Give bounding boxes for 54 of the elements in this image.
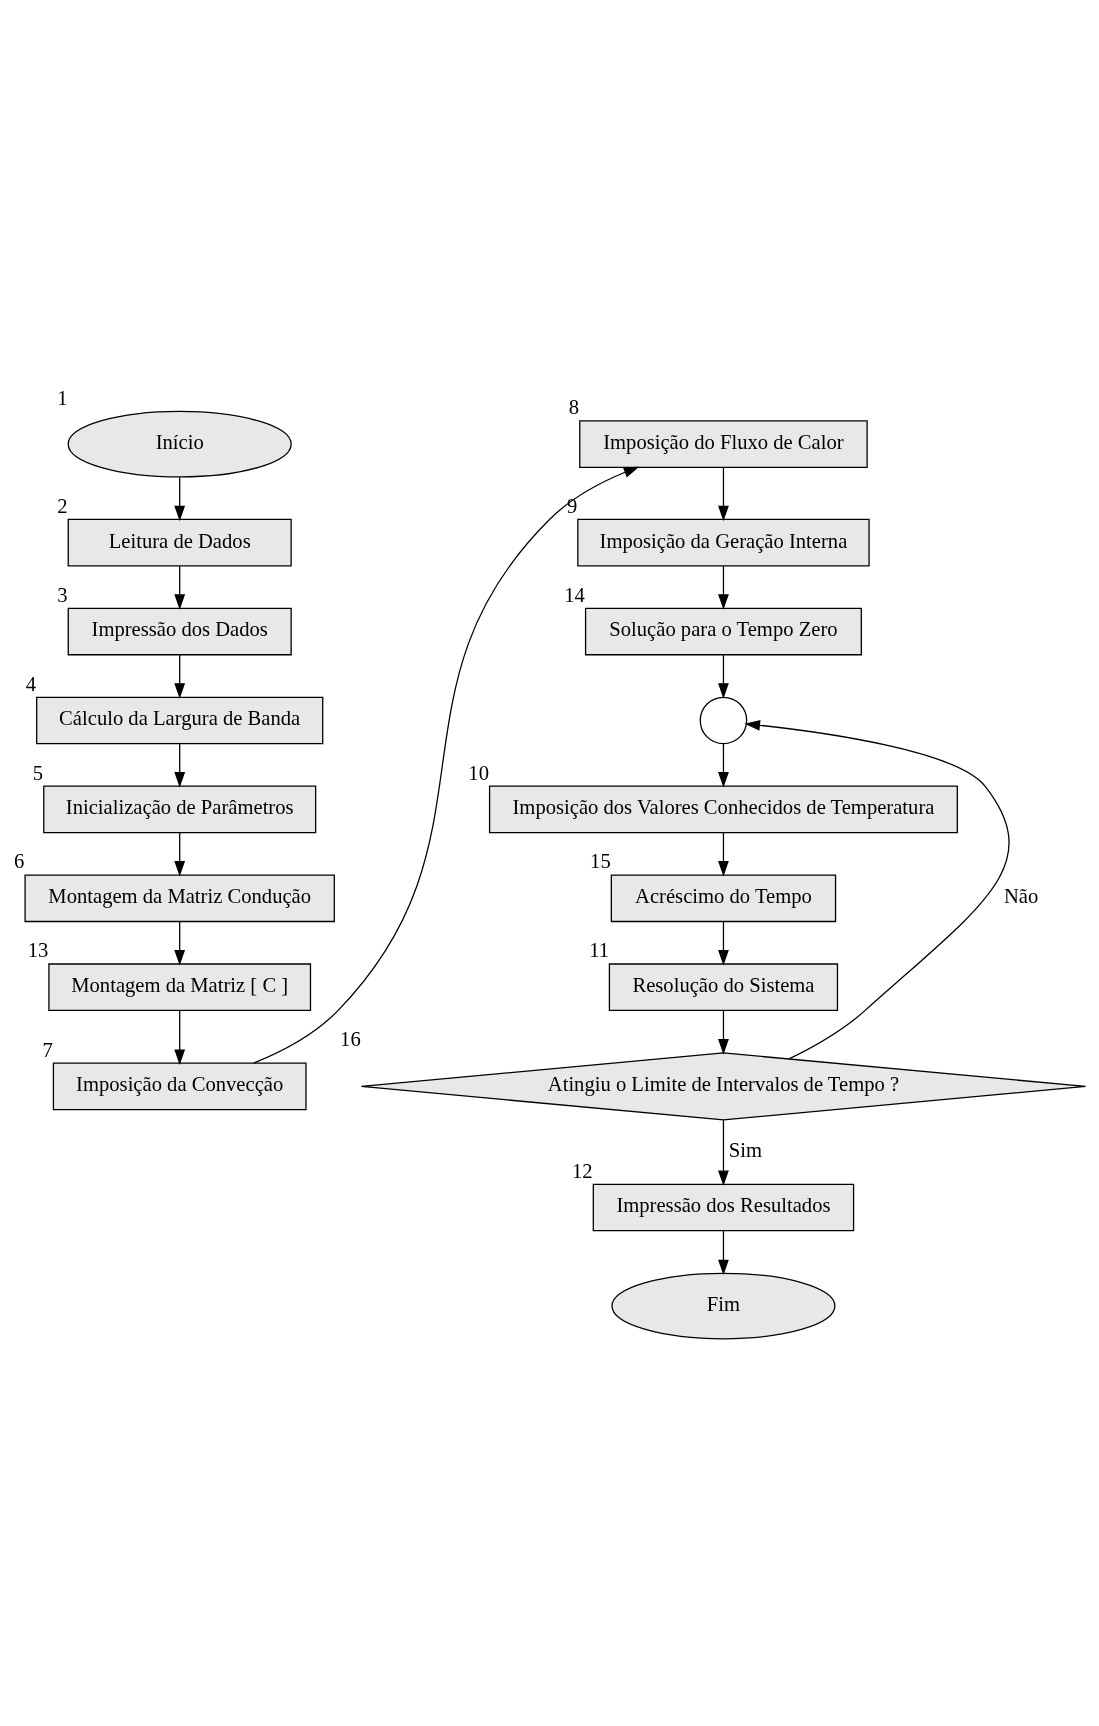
node-label: 8 bbox=[568, 395, 580, 418]
node-box: Imposição dos Valores Conhecidos de Temperatura bbox=[488, 785, 958, 833]
arrow bbox=[718, 920, 729, 965]
arrow bbox=[174, 476, 186, 521]
arrow bbox=[718, 831, 729, 876]
node-label: 1 bbox=[57, 386, 68, 409]
node-label: 7 bbox=[42, 1038, 53, 1061]
node-label: 10 bbox=[468, 760, 489, 783]
edge-label: Não bbox=[1003, 884, 1039, 907]
arrow bbox=[174, 831, 186, 876]
node-label: 3 bbox=[57, 583, 68, 606]
arrow bbox=[718, 565, 729, 610]
edge-label: Sim bbox=[728, 1138, 762, 1161]
arrow bbox=[174, 1009, 186, 1065]
arrow bbox=[174, 742, 186, 788]
node-label: 4 bbox=[25, 672, 37, 695]
node-label: 12 bbox=[572, 1159, 593, 1182]
node-box: Acréscimo do Tempo bbox=[610, 873, 837, 922]
node-box: Solução para o Tempo Zero bbox=[584, 607, 862, 655]
node-label: 11 bbox=[589, 938, 610, 961]
node-label: 15 bbox=[590, 849, 611, 872]
arrow bbox=[253, 466, 640, 1064]
node-box: Montagem da Matriz Condução bbox=[24, 873, 335, 922]
node-box: Inicialização de Parâmetros bbox=[43, 785, 317, 833]
node-box: Montagem da Matriz [ C ] bbox=[48, 962, 312, 1011]
node-label: 5 bbox=[32, 760, 44, 783]
node-box: Imposição da Geração Interna bbox=[577, 518, 870, 566]
node-box: Impressão dos Resultados bbox=[592, 1183, 855, 1231]
node-box: Resolução do Sistema bbox=[608, 962, 839, 1011]
arrow bbox=[718, 1229, 729, 1275]
node-label: 14 bbox=[564, 583, 585, 606]
arrow bbox=[718, 466, 729, 521]
arrow bbox=[174, 653, 186, 699]
node-box: Leitura de Dados bbox=[67, 518, 292, 566]
node-ellipse: Início bbox=[67, 410, 292, 478]
arrow bbox=[174, 565, 186, 610]
node-label: 13 bbox=[27, 938, 49, 961]
node-box: Imposição do Fluxo de Calor bbox=[579, 419, 868, 468]
arrow bbox=[718, 653, 729, 699]
arrow bbox=[744, 719, 1010, 1059]
node-diamond: Atingiu o Limite de Intervalos de Tempo ? bbox=[360, 1051, 1087, 1121]
arrow bbox=[718, 1118, 729, 1186]
node-box: Imposição da Convecção bbox=[52, 1062, 307, 1110]
node-box: Cálculo da Largura de Banda bbox=[36, 696, 324, 744]
node-box: Impressão dos Dados bbox=[67, 607, 292, 655]
arrow bbox=[718, 1009, 729, 1055]
node-label: 2 bbox=[57, 494, 68, 517]
node-ellipse: Fim bbox=[611, 1272, 836, 1339]
node-label: 9 bbox=[566, 494, 578, 517]
arrow bbox=[718, 742, 729, 788]
node-circle bbox=[699, 696, 748, 744]
node-label: 16 bbox=[340, 1027, 361, 1050]
arrow bbox=[174, 920, 186, 965]
node-label: 6 bbox=[14, 849, 25, 872]
